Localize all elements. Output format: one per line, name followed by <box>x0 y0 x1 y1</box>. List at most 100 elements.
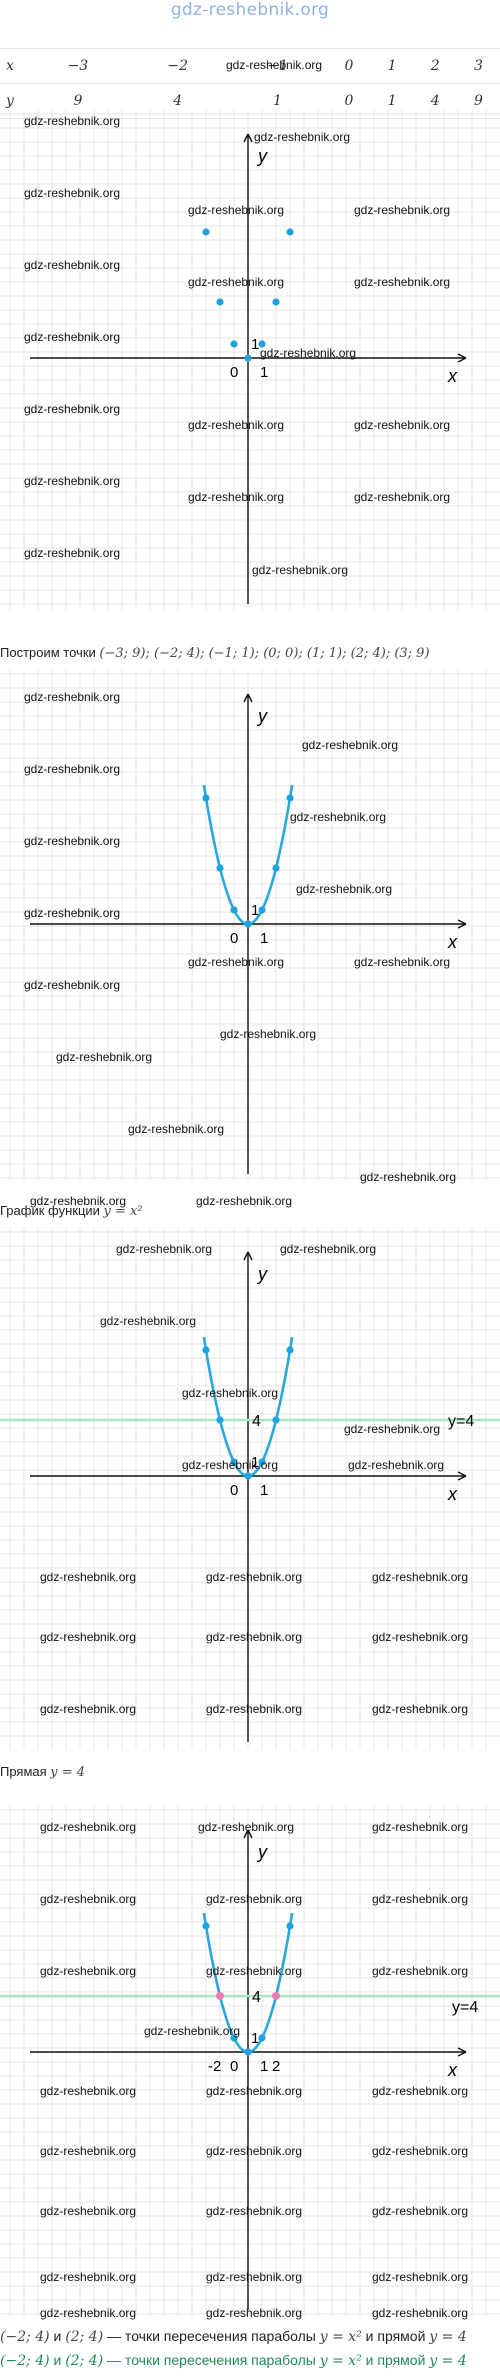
data-point <box>244 354 252 362</box>
y-axis-label: y <box>256 146 268 166</box>
grid <box>0 1228 500 1748</box>
caption-points: Построим точки (−3; 9); (−2; 4); (−1; 1)… <box>0 645 500 661</box>
row-var: y <box>0 83 28 119</box>
caption-math: y = 4 <box>50 1765 86 1780</box>
x-axis-label: x <box>447 2060 458 2080</box>
watermark: gdz-reshebnik.org <box>40 2306 137 2320</box>
x-axis-arrow <box>457 2047 467 2057</box>
watermark: gdz-reshebnik.org <box>24 834 121 848</box>
table-row-x: x −3 −2 −1 0 1 2 3 <box>0 48 500 84</box>
table-cell: 0 <box>327 48 371 84</box>
caption-math: y = x² <box>319 2329 362 2345</box>
x-axis-arrow <box>457 919 467 929</box>
y-unit-label: 1 <box>251 902 259 919</box>
watermark: gdz-reshebnik.org <box>354 955 451 969</box>
data-point <box>286 228 294 236</box>
watermark: gdz-reshebnik.org <box>24 114 121 128</box>
table-cell: 4 <box>413 83 457 119</box>
watermark: gdz-reshebnik.org <box>196 1194 293 1208</box>
x-unit-label: 1 <box>260 364 268 381</box>
x-axis-arrow <box>457 1471 467 1481</box>
grid <box>0 110 500 610</box>
watermark: gdz-reshebnik.org <box>188 275 285 289</box>
watermark: gdz-reshebnik.org <box>206 2270 303 2284</box>
data-point <box>258 906 266 914</box>
row-var: x <box>0 48 28 84</box>
watermark: gdz-reshebnik.org <box>344 1422 441 1436</box>
watermark: gdz-reshebnik.org <box>182 1458 279 1472</box>
data-point <box>202 228 210 236</box>
table-cell: −3 <box>28 48 128 84</box>
data-point <box>286 794 294 802</box>
x-axis-label: x <box>447 366 458 386</box>
caption-math: (−2; 4) <box>0 2329 50 2345</box>
data-point <box>216 1416 224 1424</box>
origin-label: 0 <box>230 1482 238 1499</box>
watermark: gdz-reshebnik.org <box>220 1027 317 1041</box>
caption-graph: График функции y = x² <box>0 1203 500 1219</box>
watermark: gdz-reshebnik.org <box>40 2270 137 2284</box>
caption-line: Прямая y = 4 <box>0 1764 500 1780</box>
watermark: gdz-reshebnik.org <box>24 474 121 488</box>
watermark: gdz-reshebnik.org <box>24 906 121 920</box>
x-axis-arrow <box>457 353 467 363</box>
watermark: gdz-reshebnik.org <box>24 402 121 416</box>
watermark: gdz-reshebnik.org <box>206 2306 303 2320</box>
data-point <box>202 1346 210 1354</box>
watermark: gdz-reshebnik.org <box>372 1964 469 1978</box>
table-cell: 2 <box>413 48 457 84</box>
data-point <box>272 864 280 872</box>
caption-math: y = 4 <box>429 2329 467 2345</box>
table-cell: 9 <box>28 83 128 119</box>
caption-math: y = x² <box>319 2353 362 2369</box>
label-line: y=4 <box>452 1999 478 2016</box>
watermark: gdz-reshebnik.org <box>206 2204 303 2218</box>
origin-label: 0 <box>230 930 238 947</box>
caption-text: — точки пересечения параболы <box>103 2328 320 2344</box>
caption-text: и <box>49 2352 66 2368</box>
data-point <box>230 340 238 348</box>
label-four: 4 <box>252 1989 261 2006</box>
watermark: gdz-reshebnik.org <box>372 2204 469 2218</box>
watermark: gdz-reshebnik.org <box>206 2084 303 2098</box>
data-point <box>244 1472 252 1480</box>
y-axis-label: y <box>256 1264 268 1284</box>
caption-intersection-highlight: (−2; 4) и (2; 4) — точки пересечения пар… <box>0 2352 500 2369</box>
watermark: gdz-reshebnik.org <box>40 2084 137 2098</box>
data-point <box>216 298 224 306</box>
watermark: gdz-reshebnik.org <box>372 2306 469 2320</box>
x-tick-label-minus-two: -2 <box>208 2058 221 2075</box>
data-point <box>244 920 252 928</box>
watermark: gdz-reshebnik.org <box>206 1892 303 1906</box>
caption-math: (−2; 4) <box>0 2353 50 2369</box>
data-point <box>230 906 238 914</box>
watermark: gdz-reshebnik.org <box>206 1630 303 1644</box>
caption-math: y = 4 <box>429 2353 467 2369</box>
data-point <box>244 2048 252 2056</box>
watermark: gdz-reshebnik.org <box>354 203 451 217</box>
watermark: gdz-reshebnik.org <box>254 130 351 144</box>
x-axis-label: x <box>447 932 458 952</box>
watermark: gdz-reshebnik.org <box>188 203 285 217</box>
caption-math: (2; 4) <box>65 2329 104 2345</box>
table-cell: 3 <box>456 48 500 84</box>
watermark: gdz-reshebnik.org <box>372 1570 469 1584</box>
caption-text: Построим точки <box>0 645 100 660</box>
y-axis-label: y <box>256 706 268 726</box>
watermark: gdz-reshebnik.org <box>24 978 121 992</box>
watermark: gdz-reshebnik.org <box>372 1630 469 1644</box>
watermark: gdz-reshebnik.org <box>100 1314 197 1328</box>
watermark: gdz-reshebnik.org <box>354 418 451 432</box>
y-axis-arrow <box>243 133 253 143</box>
y-axis-label: y <box>256 1842 268 1862</box>
watermark: gdz-reshebnik.org <box>40 1630 137 1644</box>
watermark: gdz-reshebnik.org <box>354 275 451 289</box>
table-row-y: y 9 4 1 0 1 4 9 <box>0 83 500 119</box>
x-unit-label: 1 <box>260 2058 268 2075</box>
